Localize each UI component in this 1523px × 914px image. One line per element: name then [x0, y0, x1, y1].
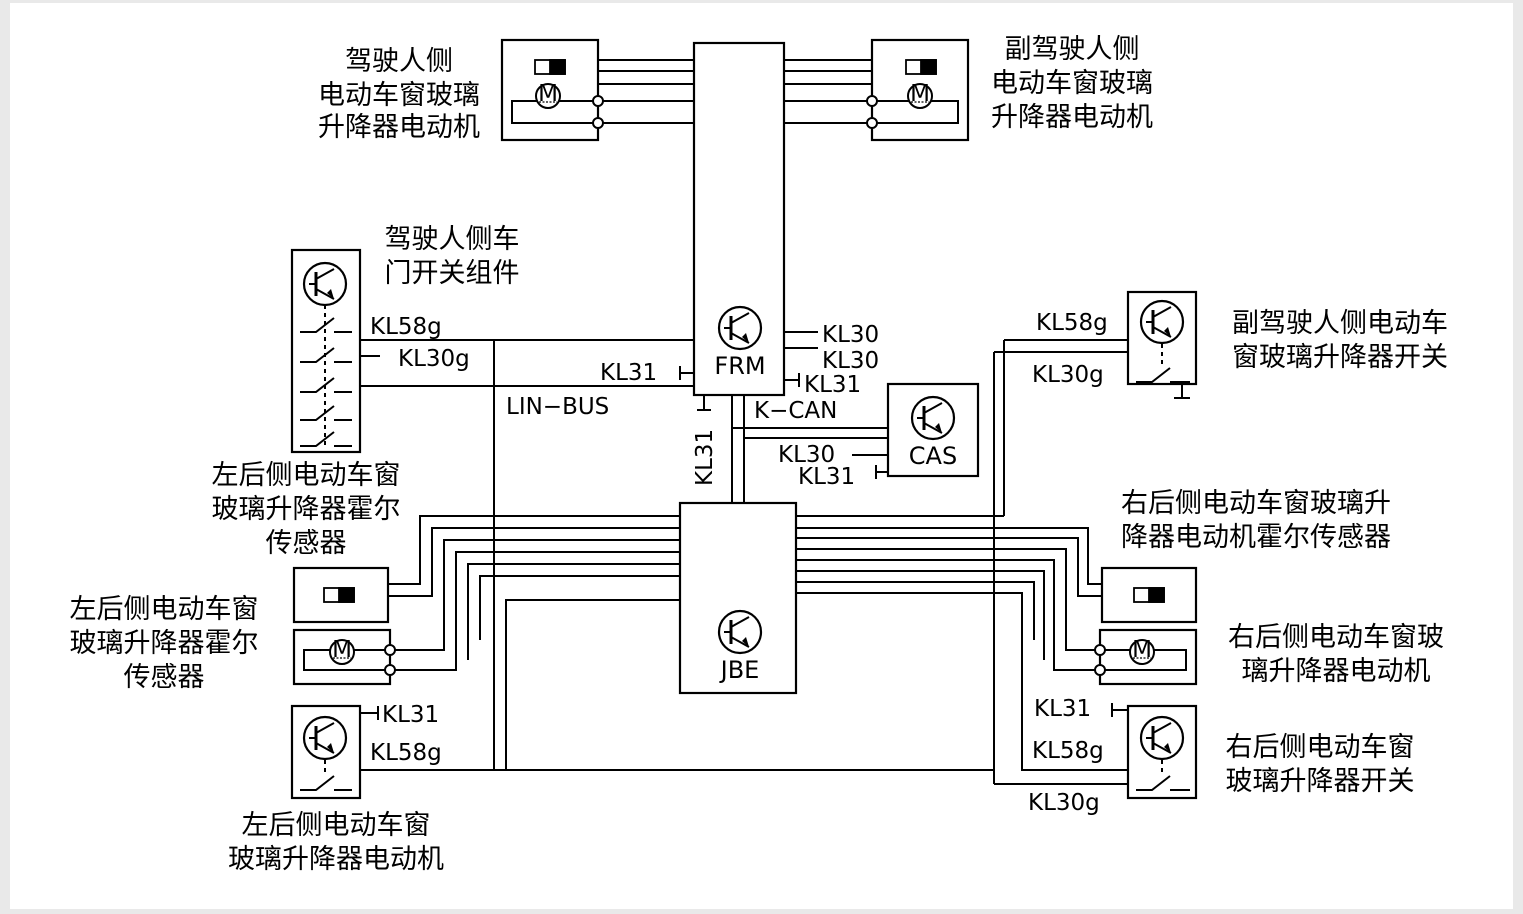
svg-text:窗玻璃升降器开关: 窗玻璃升降器开关 — [1232, 342, 1448, 373]
motor-letter: M — [1132, 637, 1152, 663]
right-rear-hall-sensor-box — [1100, 566, 1198, 624]
motor-letter: M — [538, 81, 558, 107]
left-rear-motor-label: 左后侧电动车窗 玻璃升降器电动机 — [228, 810, 444, 875]
passenger-motor-label: 副驾驶人侧 电动车窗玻璃 升降器电动机 — [991, 34, 1153, 133]
svg-text:左后侧电动车窗: 左后侧电动车窗 — [212, 460, 401, 491]
right-rear-motor-label: 右后侧电动车窗玻 璃升降器电动机 — [1228, 622, 1444, 687]
signal-kl58g: KL58g — [370, 314, 442, 340]
driver-motor-label: 驾驶人侧 电动车窗玻璃 升降器电动机 — [318, 46, 480, 143]
signal-kl30: KL30 — [822, 322, 879, 348]
signal-kl31: KL31 — [382, 702, 439, 728]
signal-kl58g: KL58g — [1032, 738, 1104, 764]
svg-text:右后侧电动车窗玻璃升: 右后侧电动车窗玻璃升 — [1121, 488, 1391, 519]
signal-k-can: K−CAN — [754, 398, 837, 424]
driver-door-switch-cluster — [290, 248, 362, 454]
passenger-switch-label: 副驾驶人侧电动车 窗玻璃升降器开关 — [1232, 308, 1448, 373]
wiring — [360, 59, 1190, 785]
frm-label: FRM — [714, 352, 765, 380]
svg-text:传感器: 传感器 — [124, 662, 205, 693]
signal-kl30g: KL30g — [1028, 790, 1100, 816]
signal-kl30g: KL30g — [1032, 362, 1104, 388]
svg-text:电动车窗玻璃: 电动车窗玻璃 — [318, 80, 480, 111]
cas-label: CAS — [909, 442, 957, 470]
svg-text:玻璃升降器霍尔: 玻璃升降器霍尔 — [70, 628, 259, 659]
hall-sensor-icons — [323, 59, 1165, 603]
svg-text:驾驶人侧: 驾驶人侧 — [345, 46, 453, 77]
right-rear-window-switch — [1126, 704, 1198, 800]
left-rear-hall-label-mid: 左后侧电动车窗 玻璃升降器霍尔 传感器 — [70, 594, 259, 693]
svg-text:玻璃升降器开关: 玻璃升降器开关 — [1226, 766, 1415, 797]
signal-kl31: KL31 — [798, 464, 855, 490]
motor-letter: M — [910, 81, 930, 107]
svg-text:璃升降器电动机: 璃升降器电动机 — [1242, 656, 1431, 687]
svg-text:右后侧电动车窗: 右后侧电动车窗 — [1226, 732, 1415, 763]
cas-module — [886, 382, 980, 478]
signal-kl31-vertical: KL31 — [692, 429, 718, 486]
jbe-module — [678, 501, 798, 695]
svg-text:升降器电动机: 升降器电动机 — [318, 112, 480, 143]
signal-kl31: KL31 — [600, 360, 657, 386]
svg-text:驾驶人侧车: 驾驶人侧车 — [385, 224, 520, 255]
motor-icons: M M M M — [329, 81, 1155, 665]
signal-kl58g: KL58g — [1036, 310, 1108, 336]
svg-text:副驾驶人侧电动车: 副驾驶人侧电动车 — [1232, 308, 1448, 339]
svg-text:玻璃升降器电动机: 玻璃升降器电动机 — [228, 844, 444, 875]
frm-module — [692, 41, 786, 397]
motor-letter: M — [332, 637, 352, 663]
signal-kl30g: KL30g — [398, 346, 470, 372]
svg-text:门开关组件: 门开关组件 — [385, 258, 520, 289]
signal-kl30: KL30 — [778, 442, 835, 468]
svg-text:升降器电动机: 升降器电动机 — [991, 102, 1153, 133]
driver-switch-label: 驾驶人侧车 门开关组件 — [385, 224, 520, 289]
svg-text:左后侧电动车窗: 左后侧电动车窗 — [70, 594, 259, 625]
svg-text:电动车窗玻璃: 电动车窗玻璃 — [991, 68, 1153, 99]
signal-kl31: KL31 — [804, 372, 861, 398]
right-rear-switch-label: 右后侧电动车窗 玻璃升降器开关 — [1226, 732, 1415, 797]
svg-text:右后侧电动车窗玻: 右后侧电动车窗玻 — [1228, 622, 1444, 653]
signal-kl31: KL31 — [1034, 696, 1091, 722]
left-rear-hall-label-top: 左后侧电动车窗 玻璃升降器霍尔 传感器 — [212, 460, 401, 559]
signal-lin-bus: LIN−BUS — [506, 394, 609, 420]
signal-kl58g: KL58g — [370, 740, 442, 766]
svg-text:降器电动机霍尔传感器: 降器电动机霍尔传感器 — [1121, 522, 1391, 553]
terminals — [384, 95, 1106, 676]
switch-contacts — [300, 305, 1190, 791]
right-rear-hall-label: 右后侧电动车窗玻璃升 降器电动机霍尔传感器 — [1121, 488, 1391, 553]
svg-text:传感器: 传感器 — [266, 528, 347, 559]
svg-text:副驾驶人侧: 副驾驶人侧 — [1005, 34, 1140, 65]
jbe-label: JBE — [719, 656, 760, 684]
svg-text:左后侧电动车窗: 左后侧电动车窗 — [242, 810, 431, 841]
svg-text:玻璃升降器霍尔: 玻璃升降器霍尔 — [212, 494, 401, 525]
passenger-window-switch — [1126, 290, 1198, 386]
left-rear-window-switch — [290, 704, 362, 800]
signal-kl30: KL30 — [822, 348, 879, 374]
